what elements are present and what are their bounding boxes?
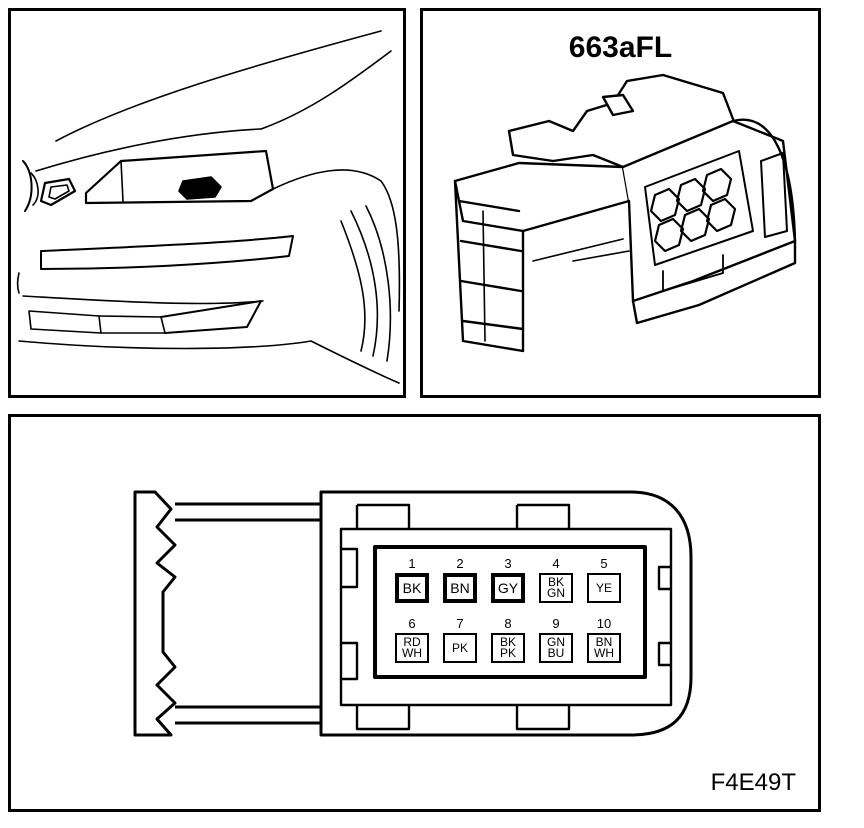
pin-1-wire-color: BK: [395, 573, 429, 603]
pin-9-wire-color: GN BU: [539, 633, 573, 663]
connector-illustration-panel: 663aFL: [420, 8, 821, 398]
car-front-illustration: [16, 30, 401, 384]
pin-5: 5 YE: [587, 557, 621, 603]
pin-3-wire-color: GY: [491, 573, 525, 603]
pin-8-wire-color: BK PK: [491, 633, 525, 663]
pin-2: 2 BN: [443, 557, 477, 603]
pin-7-wire-color: PK: [443, 633, 477, 663]
pin-4-wire-color: BK GN: [539, 573, 573, 603]
pin-5-wire-color: YE: [587, 573, 621, 603]
pin-8: 8 BK PK: [491, 617, 525, 663]
pin-6: 6 RD WH: [395, 617, 429, 663]
pinout-panel: 1 BK 2 BN 3 GY 4 BK GN 5 YE 6 RD WH 7 PK…: [8, 414, 821, 812]
pin-1: 1 BK: [395, 557, 429, 603]
connector-id-label: 663aFL: [568, 31, 673, 64]
pin-2-wire-color: BN: [443, 573, 477, 603]
pin-9: 9 GN BU: [539, 617, 573, 663]
pin-10: 10 BN WH: [587, 617, 621, 663]
connector-3d-drawing: [453, 73, 797, 353]
pin-7: 7 PK: [443, 617, 477, 663]
pin-3: 3 GY: [491, 557, 525, 603]
pin-10-wire-color: BN WH: [587, 633, 621, 663]
figure-code-label: F4E49T: [710, 769, 796, 796]
pin-4: 4 BK GN: [539, 557, 573, 603]
car-location-panel: [8, 8, 406, 398]
connector-face-drawing: [133, 490, 693, 737]
pin-6-wire-color: RD WH: [395, 633, 429, 663]
